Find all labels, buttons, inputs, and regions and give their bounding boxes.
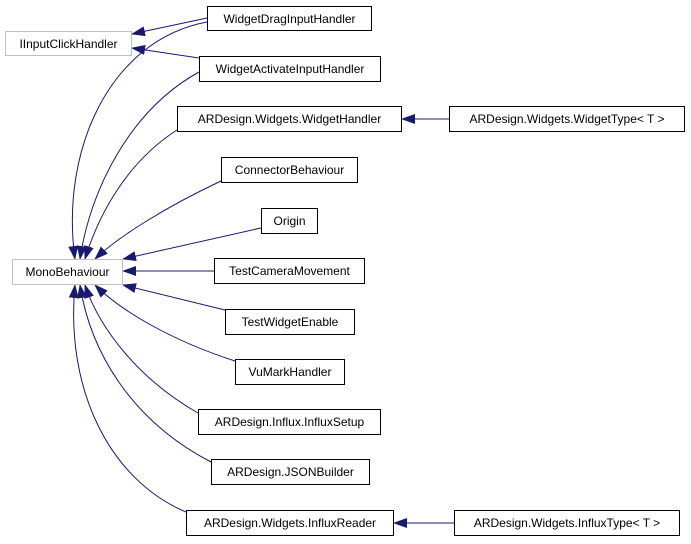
node-widgetactivateinputhandler[interactable]: WidgetActivateInputHandler [199,56,381,82]
edge-jsonbuilder-to-monobehaviour [77,284,212,463]
node-origin[interactable]: Origin [261,208,318,234]
edge-connectorbehaviour-to-monobehaviour [94,180,222,260]
edge-widgetdraginputhandler-to-monobehaviour [68,21,208,260]
node-widgettype[interactable]: ARDesign.Widgets.WidgetType< T > [449,106,685,132]
node-influxtype[interactable]: ARDesign.Widgets.InfluxType< T > [454,510,680,536]
edge-widgetdraginputhandler-to-iinputclickhandler [131,17,208,37]
node-jsonbuilder[interactable]: ARDesign.JSONBuilder [211,459,370,485]
edge-influxsetup-to-monobehaviour [84,284,199,414]
edge-widgetactivateinputhandler-to-monobehaviour [76,71,200,260]
node-testwidgetenable[interactable]: TestWidgetEnable [225,309,355,335]
edge-influxreader-to-monobehaviour [68,284,187,513]
node-testcameramovement[interactable]: TestCameraMovement [214,258,365,284]
node-iinputclickhandler: IInputClickHandler [5,31,132,56]
edge-testwidgetenable-to-monobehaviour [122,283,226,311]
node-influxreader[interactable]: ARDesign.Widgets.InfluxReader [186,510,394,536]
node-widgethandler[interactable]: ARDesign.Widgets.WidgetHandler [177,106,402,132]
edge-widgethandler-to-monobehaviour [84,129,178,260]
edge-widgetactivateinputhandler-to-iinputclickhandler [131,44,200,59]
node-vumarkhandler[interactable]: VuMarkHandler [235,359,345,385]
node-widgetdraginputhandler[interactable]: WidgetDragInputHandler [207,6,372,31]
node-connectorbehaviour[interactable]: ConnectorBehaviour [221,157,358,183]
node-monobehaviour: MonoBehaviour [12,259,123,285]
node-influxsetup[interactable]: ARDesign.Influx.InfluxSetup [198,409,381,435]
edge-origin-to-monobehaviour [122,227,262,262]
edge-vumarkhandler-to-monobehaviour [94,284,236,362]
